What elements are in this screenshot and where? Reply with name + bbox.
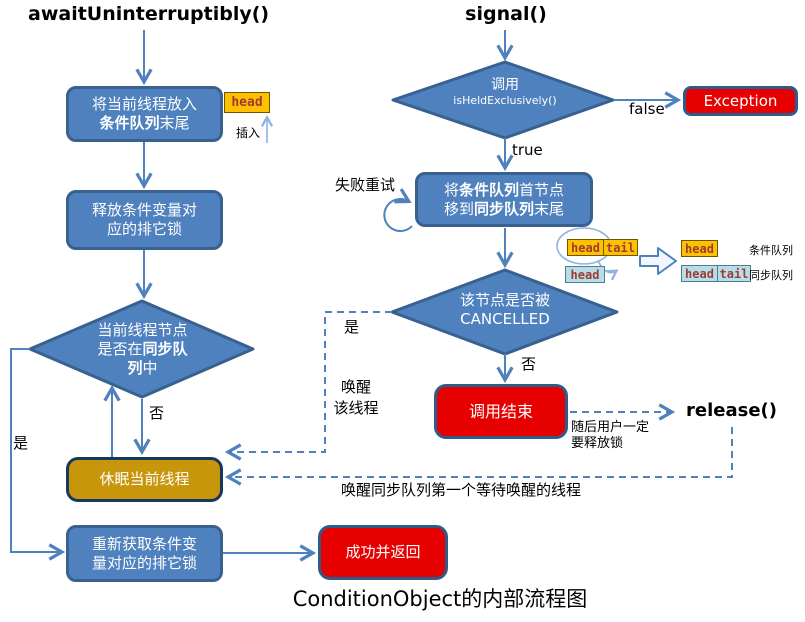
success-return-box: 成功并返回 [318,525,448,580]
queue-transform-arrow-icon [639,247,677,275]
head-cell: head [224,92,270,113]
page-title: ConditionObject的内部流程图 [292,587,588,611]
head-cell: head [565,266,605,283]
head-cell: head [681,265,718,282]
await-uninterruptibly-title: awaitUninterruptibly() [28,3,270,25]
connector-cancelled-yes-to-sleep [224,311,392,461]
condition-queue-label: 条件队列 [749,244,793,257]
move-box-line1: 将条件队列首节点 [443,180,565,199]
signal-title: signal() [465,3,547,25]
release-lock-box: 释放条件变量对 应的排它锁 [66,190,223,250]
release-lock-line2: 应的排它锁 [106,220,182,238]
reacquire-line1: 重新获取条件变 [91,534,197,553]
queue-after-condition: head [681,240,718,257]
enqueue-box-line2: 条件队列末尾 [99,114,190,132]
retry-self-loop [383,188,413,233]
cancelled-diamond-text: 该节点是否被 CANCELLED [459,291,550,328]
queue-before-condition: head tail [567,239,638,256]
retry-label: 失败重试 [335,176,396,194]
in-sync-queue-diamond-text: 当前线程节点 是否在同步队 列中 [97,321,188,377]
sleep-thread-box: 休眠当前线程 [66,457,223,502]
head-cell: head [567,239,604,256]
release-note: 随后用户一定 要释放锁 [571,420,650,451]
connector-release-to-sleep [224,427,733,486]
left-yes-label: 是 [13,434,29,452]
head-cell: head [681,240,718,257]
head-move-arrow [597,260,619,281]
right-yes-label: 是 [344,318,360,336]
is-held-exclusively-diamond-text: 调用 isHeldExclusively() [453,77,557,107]
exception-box: Exception [683,86,798,116]
tail-cell: tail [718,265,751,282]
in-sync-queue-diamond-shape [28,299,255,399]
queue-before-sync: head [565,266,605,283]
wake-sync-queue-label: 唤醒同步队列第一个等待唤醒的线程 [341,481,582,499]
release-title: release() [686,400,777,421]
right-no-label: 否 [521,355,537,373]
insert-label: 插入 [236,126,261,140]
sync-queue-label: 同步队列 [749,269,793,282]
call-end-box: 调用结束 [434,384,568,439]
tail-cell: tail [604,239,638,256]
false-label: false [629,100,665,118]
wake-thread-label: 唤醒 该线程 [333,378,379,417]
move-to-sync-queue-box: 将条件队列首节点 移到同步队列末尾 [415,172,593,227]
enqueue-box-line1: 将当前线程放入 [91,95,197,113]
reacquire-line2: 量对应的排它锁 [91,553,197,572]
insert-head-tag: head [224,92,270,113]
move-box-line2: 移到同步队列末尾 [443,199,565,218]
reacquire-lock-box: 重新获取条件变 量对应的排它锁 [66,525,223,582]
left-no-label: 否 [149,404,165,422]
enqueue-box: 将当前线程放入 条件队列末尾 [66,86,223,142]
true-label: true [512,141,543,159]
release-lock-line1: 释放条件变量对 [91,201,197,219]
connector-yes-to-reacquire [10,348,66,561]
queue-after-sync: head tail [681,265,751,282]
